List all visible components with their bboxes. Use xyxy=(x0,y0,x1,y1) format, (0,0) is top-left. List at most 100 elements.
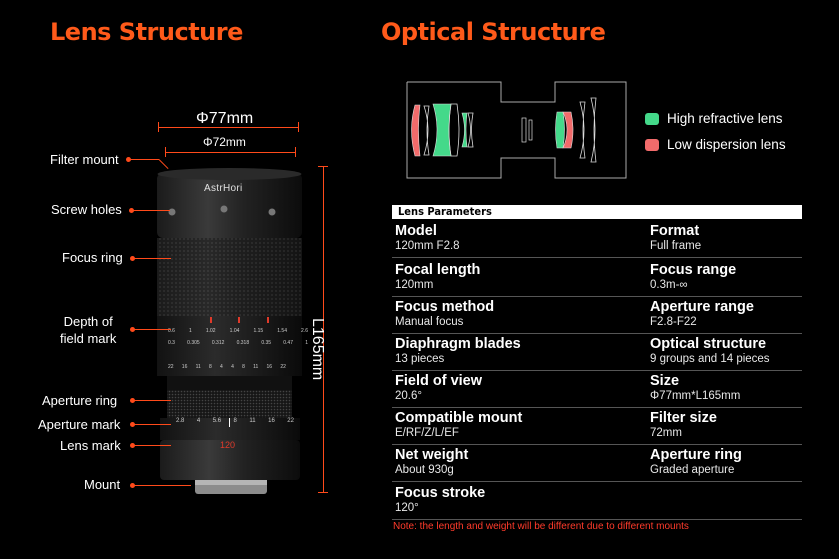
callout-focus-ring-line xyxy=(131,258,171,259)
scale_top-mark: 1.15 xyxy=(253,328,264,334)
callout-lens-mark-dot xyxy=(130,443,135,448)
dof_marks-mark: 16 xyxy=(181,364,188,370)
legend-high-refractive: High refractive lens xyxy=(645,111,783,126)
aperture_marks-mark: 4 xyxy=(196,418,201,424)
param-value: 13 pieces xyxy=(395,353,445,365)
param-value: Full frame xyxy=(650,240,702,252)
scale_top-mark: 1.54 xyxy=(277,328,287,334)
outer-diameter-line xyxy=(158,127,298,128)
param-value: F2.8-F22 xyxy=(650,316,697,328)
legend-low-dispersion-label: Low dispersion lens xyxy=(667,137,786,152)
callout-focus-ring-dot xyxy=(130,256,135,261)
callout-aperture-mark: Aperture mark xyxy=(38,417,121,432)
callout-lens-mark-line xyxy=(131,445,171,446)
callout-screw-holes: Screw holes xyxy=(51,202,122,217)
callout-screw-holes-dot xyxy=(129,208,134,213)
optical-diagram xyxy=(406,81,627,179)
aperture_marks-mark: 16 xyxy=(268,418,275,424)
outer-diameter-tick-right xyxy=(298,122,299,132)
dof_marks-mark: 8 xyxy=(242,364,245,370)
scale_top-mark: 1.02 xyxy=(205,328,216,334)
aperture_marks-mark: 8 xyxy=(233,418,237,424)
callout-depth-of-field-mark: Depth of field mark xyxy=(60,314,117,346)
scale_mid-mark: 0.305 xyxy=(187,340,200,346)
dof_marks-mark: 11 xyxy=(253,364,259,370)
param-label: Focus method xyxy=(395,299,495,315)
callout-filter-mount: Filter mount xyxy=(50,152,119,167)
callout-lens-mark: Lens mark xyxy=(60,438,121,453)
thread-diameter-tick-right xyxy=(295,147,296,157)
param-value: Manual focus xyxy=(395,316,464,328)
lens-parameters-header: Lens Parameters xyxy=(392,205,802,219)
scale_mid-mark: 0.35 xyxy=(261,340,272,346)
lens-structure-title: Lens Structure xyxy=(50,18,243,46)
param-label: Aperture range xyxy=(650,299,754,315)
callout-aperture-ring-dot xyxy=(130,398,135,403)
callout-aperture-ring-line xyxy=(131,400,171,401)
legend-high-refractive-swatch xyxy=(645,112,659,125)
callout-aperture-mark-dot xyxy=(130,422,135,427)
outer-diameter-tick-left xyxy=(158,122,159,132)
param-label: Focal length xyxy=(395,262,481,278)
callout-filter-mount-dot xyxy=(126,157,131,162)
scale_mid-mark: 0.47 xyxy=(283,340,293,346)
param-value: Φ77mm*L165mm xyxy=(650,390,741,402)
param-label: Net weight xyxy=(395,447,469,463)
callout-mount-line xyxy=(131,485,191,486)
legend-high-refractive-label: High refractive lens xyxy=(667,111,783,126)
thread-diameter-tick-left xyxy=(165,147,166,157)
lens-illustration xyxy=(157,168,302,494)
param-label: Filter size xyxy=(650,410,717,426)
callout-screw-holes-line xyxy=(130,210,170,211)
callout-mount: Mount xyxy=(84,477,121,492)
callout-filter-mount-line xyxy=(127,159,159,160)
callout-dof-dot xyxy=(130,327,135,332)
scale_mid-mark: 0.318 xyxy=(236,340,250,346)
param-value: E/RF/Z/L/EF xyxy=(395,427,459,439)
dof_marks-mark: 4 xyxy=(231,364,234,370)
param-value: 120mm F2.8 xyxy=(395,240,460,252)
callout-aperture-ring: Aperture ring xyxy=(42,393,118,408)
param-value: 72mm xyxy=(650,427,682,439)
param-label: Field of view xyxy=(395,373,483,389)
thread-diameter-label: Φ72mm xyxy=(203,135,246,149)
brand-logo: AstrHori xyxy=(204,183,243,194)
param-label: Focus stroke xyxy=(395,485,486,501)
param-label: Optical structure xyxy=(650,336,767,352)
scale_top-mark: 1 xyxy=(189,328,192,334)
callout-aperture-mark-line xyxy=(131,424,171,425)
param-label: Aperture ring xyxy=(650,447,742,463)
callout-mount-dot xyxy=(130,483,135,488)
scale_top-mark: 0.6 xyxy=(168,328,175,334)
scale_mid-mark: 1 xyxy=(305,340,308,346)
param-label: Model xyxy=(395,223,437,239)
param-value: Graded aperture xyxy=(650,464,735,476)
length-line xyxy=(323,166,324,492)
dof_marks-mark: 4 xyxy=(220,364,223,370)
callout-dof-line xyxy=(131,329,171,330)
dof_marks-mark: 8 xyxy=(209,364,212,370)
